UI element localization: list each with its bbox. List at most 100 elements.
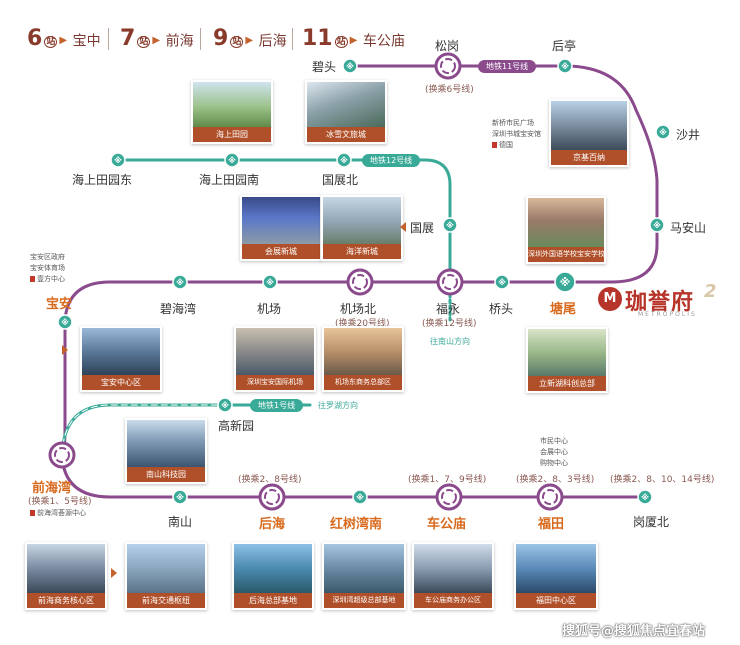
transfer-jichangbei: (换乘20号线) — [335, 319, 390, 329]
station-bihaiwan: 碧海湾 — [160, 302, 197, 316]
station-icon-hongshuwannan: ※ — [352, 489, 368, 505]
photo-chegongmiaocbd: 车公庙商务办公区 — [412, 542, 494, 610]
photo-image — [324, 328, 402, 375]
transfer-station-icon-futian — [536, 483, 564, 511]
photo-image — [234, 544, 312, 593]
station-guozhanbei: 国展北 — [322, 173, 359, 187]
transfer-chegongmiao: (换乘1、7、9号线) — [408, 475, 487, 485]
watermark: 搜狐号@搜狐焦点宜春站 — [562, 624, 706, 639]
svg-text:※: ※ — [228, 155, 236, 165]
pointer-icon — [400, 222, 406, 232]
transfer-station-icon-qianhaiwan — [48, 441, 76, 469]
station-nanshan: 南山 — [168, 515, 193, 529]
photo-image — [307, 82, 385, 127]
photo-shenzhenbay: 深圳湾超级总部基地 — [322, 542, 406, 610]
photo-houhaihq: 后海总部基地 — [232, 542, 314, 610]
station-icon-gangxiabei: ※ — [637, 489, 653, 505]
station-shajing: 沙井 — [676, 128, 701, 142]
station-icon-bihaiwan: ※ — [172, 274, 188, 290]
photo-haiyang: 海洋新城 — [321, 195, 403, 261]
photo-image — [323, 197, 401, 244]
photo-baoanzhongxin: 宝安中心区 — [80, 326, 162, 392]
station-futian: 福田 — [538, 517, 565, 532]
photo-qianhaicore: 前海商务核心区 — [25, 542, 107, 610]
line12-extension: 往南山方向 — [430, 337, 470, 346]
station-icon-guozhan: ※ — [442, 217, 458, 233]
station-tangwei: 塘尾 — [550, 302, 577, 317]
photo-image — [414, 544, 492, 593]
station-icon-qiaotou: ※ — [494, 274, 510, 290]
transfer-songgang: (换乘6号线) — [425, 85, 474, 95]
poi-futian: 市民中心 会展中心 购物中心 — [540, 437, 568, 467]
line1-extension: 往罗湖方向 — [318, 401, 358, 410]
photo-lihu: 立新湖科创总部 — [526, 327, 608, 393]
station-icon-guozhanbei: ※ — [336, 152, 352, 168]
transfer-fuyong: (换乘12号线) — [422, 319, 477, 329]
poi-baoan: 宝安区政府 宝安体育场 壹方中心 — [30, 253, 65, 283]
brand-logo: M 珈誉府 2 METROPOLIS — [598, 281, 728, 323]
svg-text:※: ※ — [446, 220, 454, 230]
station-icon-shajing: ※ — [655, 124, 671, 140]
transfer-gangxiabei: (换乘2、8、10、14号线) — [610, 475, 715, 485]
location-pin-icon — [30, 276, 35, 282]
transfer-qianhaiwan: (换乘1、5号线) — [28, 497, 92, 507]
svg-text:※: ※ — [340, 155, 348, 165]
photo-image — [236, 328, 314, 375]
transfer-station-icon-chegongmiao — [435, 483, 463, 511]
station-jichangbei: 机场北 — [340, 302, 377, 316]
photo-image — [127, 544, 205, 593]
photo-image — [193, 82, 271, 127]
station-gangxiabei: 岗厦北 — [633, 515, 670, 529]
photo-haishangtianyuan: 海上田园 — [191, 80, 273, 144]
arrow-icon: ▶ — [245, 35, 254, 46]
photo-nanshankeji: 南山科技园 — [125, 418, 207, 484]
svg-text:※: ※ — [498, 277, 506, 287]
photo-image — [127, 420, 205, 467]
station-guozhan: 国展 — [410, 221, 435, 235]
station-qiaotou: 桥头 — [489, 302, 514, 316]
station-haishangtianyuandong: 海上田园东 — [72, 173, 133, 187]
brand-name: 珈誉府 — [625, 290, 695, 315]
station-houting: 后亭 — [552, 39, 577, 53]
station-icon-gaoxinyuan: ※ — [217, 397, 233, 413]
station-icon-houting: ※ — [557, 58, 573, 74]
transfer-station-icon-jichangbei — [346, 268, 374, 296]
station-icon-bitou: ※ — [342, 58, 358, 74]
photo-image — [516, 544, 596, 593]
brand-mark: 2 — [704, 281, 717, 302]
station-icon-baoan: ※ — [57, 314, 73, 330]
station-hongshuwannan: 红树湾南 — [330, 517, 383, 532]
station-jichang: 机场 — [257, 302, 282, 316]
svg-text:※: ※ — [659, 127, 667, 137]
svg-text:※: ※ — [653, 220, 661, 230]
station-qianhaiwan: 前海湾 — [32, 481, 72, 496]
photo-huizhan: 会展新城 — [240, 195, 322, 261]
svg-text:※: ※ — [114, 155, 122, 165]
station-bitou: 碧头 — [312, 60, 337, 74]
brand-emblem-icon: M — [598, 287, 622, 311]
svg-text:※: ※ — [266, 277, 274, 287]
line12-tag: 地铁12号线 — [362, 154, 421, 167]
pointer-icon — [62, 345, 68, 355]
station-icon-jichang: ※ — [262, 274, 278, 290]
photo-image — [324, 544, 404, 593]
photo-futiancbd: 福田中心区 — [514, 542, 598, 610]
svg-text:※: ※ — [176, 277, 184, 287]
poi-shajing: 新桥市民广场 深圳书城宝安馆 德国 — [492, 119, 541, 149]
photo-image — [242, 197, 320, 244]
station-haishangtianyuannan: 海上田园南 — [199, 173, 260, 187]
transfer-station-icon-houhai — [258, 483, 286, 511]
station-baoan: 宝安 — [46, 297, 73, 312]
photo-airport-east: 机场东商务总部区 — [322, 326, 404, 392]
svg-text:※: ※ — [356, 492, 364, 502]
station-gaoxinyuan: 高新园 — [218, 419, 255, 433]
header-divider — [108, 28, 109, 50]
station-icon-nanshan: ※ — [172, 489, 188, 505]
arrow-icon: ▶ — [152, 35, 161, 46]
svg-text:※: ※ — [176, 492, 184, 502]
station-chegongmiao: 车公庙 — [427, 517, 467, 532]
header-divider — [200, 28, 201, 50]
station-icon-haishangtianyuandong: ※ — [110, 152, 126, 168]
